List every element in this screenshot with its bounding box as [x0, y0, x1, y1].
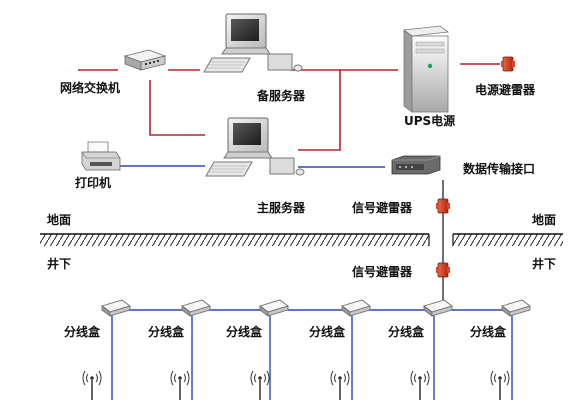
signal-arrester-bottom-icon: [435, 262, 451, 278]
antenna-icon: [490, 370, 510, 400]
junction-box-label: 分线盒: [226, 324, 263, 339]
antenna-icon: [410, 370, 430, 400]
junction-box-icon: [259, 299, 289, 317]
printer-icon: [81, 141, 121, 171]
ground-left-label: 地面: [47, 212, 71, 227]
underground-left-label: 井下: [47, 256, 71, 271]
junction-box-label: 分线盒: [470, 324, 507, 339]
junction-box-icon: [101, 299, 131, 317]
antenna-icon: [250, 370, 270, 400]
junction-box-label: 分线盒: [64, 324, 101, 339]
ups-tower-icon: [402, 25, 450, 113]
backup-server-icon: [203, 13, 303, 73]
junction-box-icon: [181, 299, 211, 317]
main-server-icon: [205, 117, 305, 177]
ground-surface: [40, 233, 563, 246]
junction-box-label: 分线盒: [388, 324, 425, 339]
junction-box-icon: [423, 299, 453, 317]
data-interface-label: 数据传输接口: [463, 161, 535, 176]
power-arrester-icon: [500, 56, 516, 72]
signal-arrester-top-label: 信号避雷器: [352, 200, 413, 215]
backup-server-label: 备服务器: [256, 88, 306, 103]
antenna-icon: [330, 370, 350, 400]
transmission-interface-icon: [391, 155, 441, 175]
underground-right-label: 井下: [532, 256, 556, 271]
antenna-icon: [82, 370, 102, 400]
main-server-label: 主服务器: [257, 200, 306, 215]
data-lines: [111, 165, 513, 400]
network-switch-icon: [123, 49, 167, 71]
junction-box-label: 分线盒: [148, 324, 185, 339]
network-switch-label: 网络交换机: [60, 80, 120, 95]
ups-label: UPS电源: [404, 113, 455, 128]
network-lines: [78, 63, 500, 151]
power-arrester-label: 电源避雷器: [475, 82, 536, 97]
junction-box-icon: [341, 299, 371, 317]
signal-arrester-bottom-label: 信号避雷器: [352, 264, 413, 279]
printer-label: 打印机: [75, 175, 111, 190]
antenna-icon: [170, 370, 190, 400]
junction-box-label: 分线盒: [309, 324, 346, 339]
signal-arrester-top-icon: [435, 198, 451, 214]
junction-box-icon: [501, 299, 531, 317]
ground-right-label: 地面: [532, 212, 556, 227]
